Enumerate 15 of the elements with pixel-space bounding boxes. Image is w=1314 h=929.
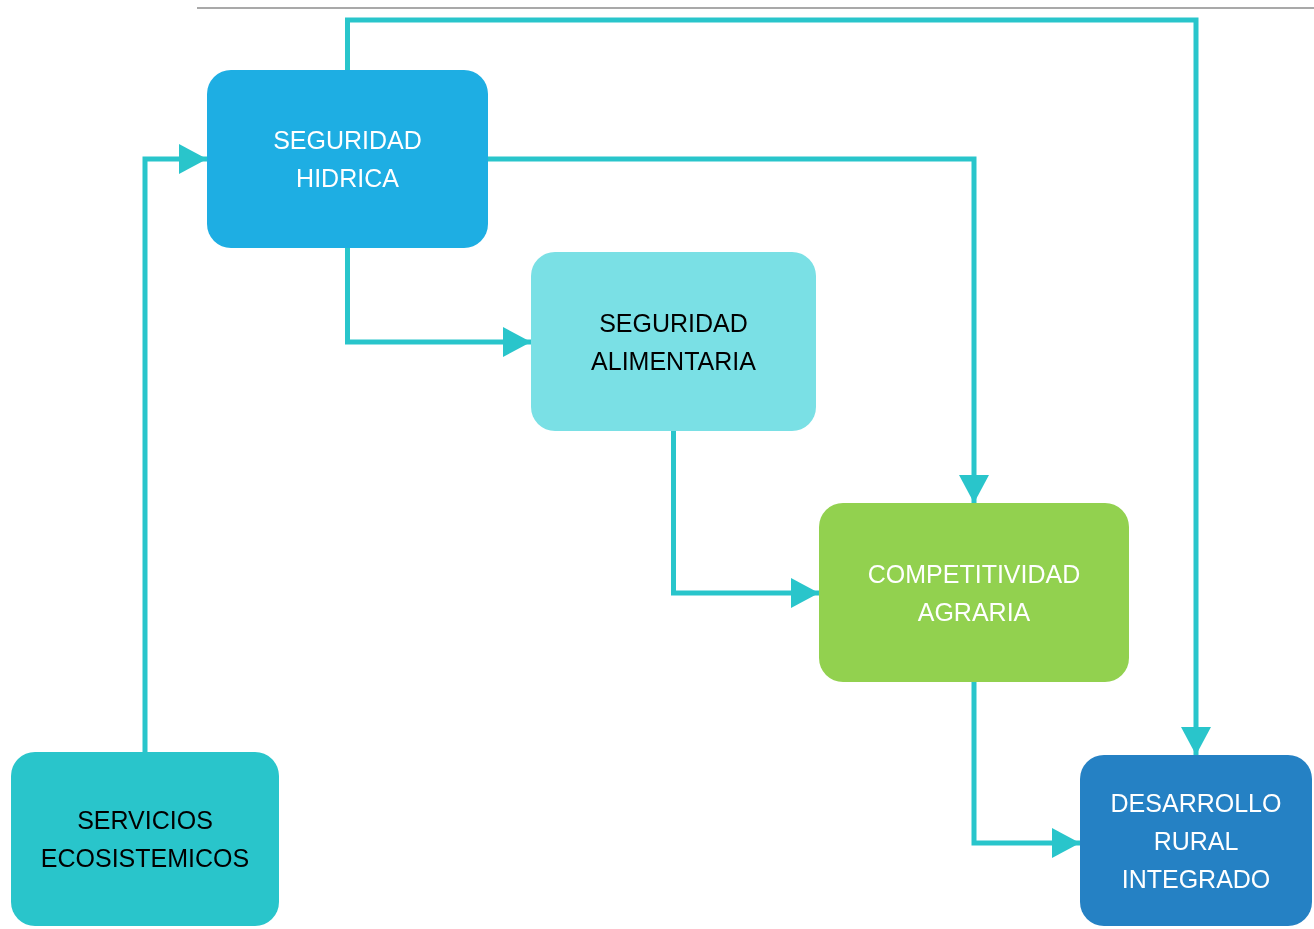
box-label: SERVICIOS ECOSISTEMICOS xyxy=(39,805,251,874)
arrow xyxy=(971,682,1080,858)
box-label: COMPETITIVIDAD AGRARIA xyxy=(866,558,1082,628)
process-box xyxy=(1080,755,1312,926)
arrow xyxy=(345,248,531,357)
process-box xyxy=(207,70,488,248)
box-label: SEGURIDAD ALIMENTARIA xyxy=(590,307,757,377)
box-label: DESARROLLO RURAL INTEGRADO xyxy=(1109,787,1283,895)
process-box xyxy=(819,503,1129,682)
process-box xyxy=(531,252,816,431)
process-box xyxy=(11,752,279,926)
arrow xyxy=(488,156,989,503)
arrow xyxy=(142,144,207,752)
box-label: SEGURIDAD HIDRICA xyxy=(272,125,423,194)
arrow xyxy=(345,17,1211,755)
